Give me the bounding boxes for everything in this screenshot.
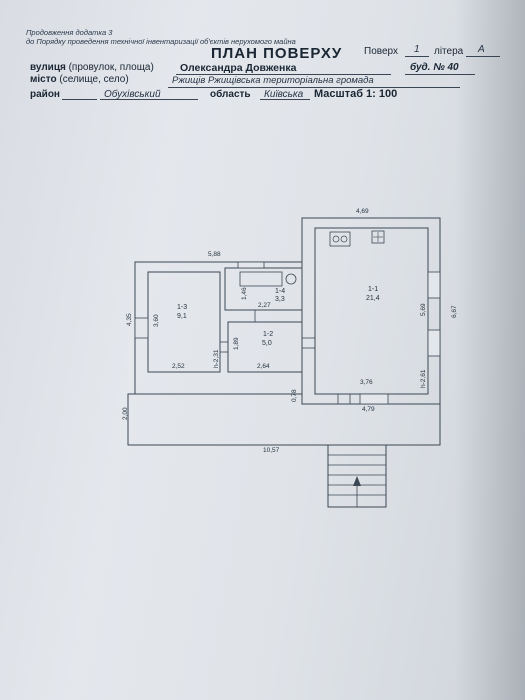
street-underline [176,74,391,75]
dim-room-1-4-width: 2,27 [258,302,271,309]
litera-label: літера [434,46,464,57]
street-value: Олександра Довженка [180,62,297,74]
dim-room-1-3-height: h-2,31 [213,349,220,368]
procedure-note: до Порядку проведення технічної інвентар… [26,37,296,46]
stairs-arrow-head [353,476,361,486]
dim-room-1-2-side: 1,89 [233,337,240,350]
floor-label: Поверх [364,46,398,57]
district-underline [100,99,198,100]
dim-right-inner-height: 5,69 [420,303,427,316]
appendix-note: Продовження додатка 3 [26,28,113,37]
street-hint: (провулок, площа) [68,62,154,73]
dim-left-height: 4,35 [126,313,133,326]
stove-icon [329,231,351,247]
sink-icon [371,230,385,244]
street-label-group: вулиця (провулок, площа) [30,62,154,73]
floor-underline [405,56,429,57]
city-label: місто [30,74,57,85]
dim-room-1-1-height: h-2,61 [420,369,427,388]
dim-annex-height: 2,00 [122,407,129,420]
room-1-2-id: 1-2 [263,331,273,338]
district-value: Обухівський [104,89,161,100]
window-room-1-1-upper [427,271,441,299]
room-1-3-id: 1-3 [177,304,187,311]
left-block-outer-wall [134,261,302,395]
stove-burner-right-icon [340,235,348,243]
region-value: Київська [264,89,304,100]
city-value: Ржищів Ржищівська територіальна громада [172,75,374,86]
dim-room-1-1-width: 3,76 [360,379,373,386]
room-1-3-area: 9,1 [177,313,187,320]
room-1-2-area: 5,0 [262,340,272,347]
dim-room-1-4-side: 1,46 [241,287,248,300]
dim-top-left-width: 5,88 [208,251,221,258]
dim-left-inner-height: 3,60 [153,314,160,327]
litera-underline [466,56,500,57]
room-1-2-wall [227,321,303,373]
window-room-1-1-bottom [359,393,389,405]
city-underline [168,87,460,88]
window-room-1-3 [134,317,149,339]
room-1-1-id: 1-1 [368,286,378,293]
region-label: область [210,89,251,100]
district-label: район [30,89,60,100]
toilet-icon [285,273,297,285]
room-1-4-area: 3,3 [275,296,285,303]
dim-right-height: 6,67 [451,305,458,318]
stove-burner-left-icon [332,235,340,243]
annex-outline [127,393,441,446]
district-underline-left [62,99,97,100]
dim-total-width: 10,57 [263,447,280,454]
dim-room-1-3-width: 2,52 [172,363,185,370]
document-title: ПЛАН ПОВЕРХУ [211,45,343,62]
dim-room-1-2-width: 2,64 [257,363,270,370]
street-label: вулиця [30,62,66,73]
room-1-1-area: 21,4 [366,295,380,302]
bathtub-icon [239,271,283,287]
scale-label: Масштаб 1: 100 [314,88,398,100]
room-1-4-id: 1-4 [275,288,285,295]
litera-value: А [478,44,485,55]
region-underline [260,99,310,100]
page-shadow [455,0,525,700]
room-1-1-inner-wall [314,227,429,395]
dim-door-gap: 0,78 [291,389,298,402]
city-label-group: місто (селище, село) [30,74,129,85]
floor-value: 1 [414,44,420,55]
building-number: буд. № 40 [410,62,459,73]
window-room-1-4 [237,261,265,269]
window-room-1-1-lower [427,329,441,357]
dim-top-right-width: 4,69 [356,208,369,215]
city-hint: (селище, село) [59,74,129,85]
building-underline [405,74,475,75]
dim-right-outer-width: 4,79 [362,406,375,413]
